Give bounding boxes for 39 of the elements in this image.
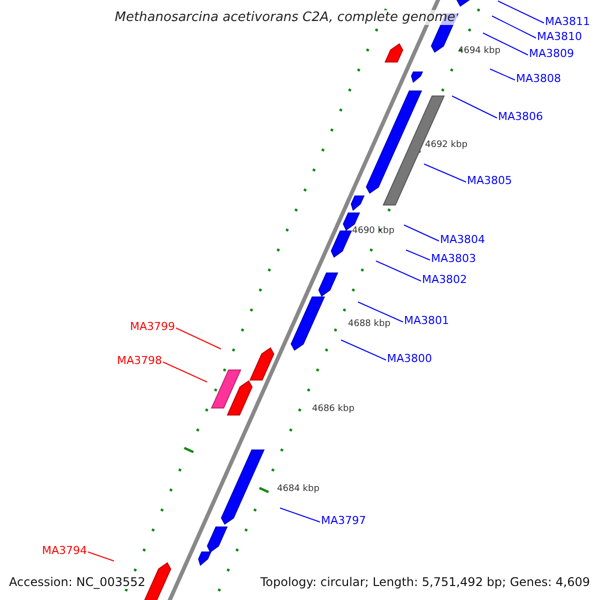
leader-line: [424, 164, 466, 182]
gene-label: MA3804: [440, 233, 486, 246]
leader-line: [406, 250, 430, 260]
leader-line: [280, 508, 320, 522]
gene-label: MA3800: [387, 352, 432, 365]
gene-label: MA3802: [422, 273, 468, 286]
scale-label: 4686 kbp: [312, 404, 354, 415]
leader-line: [404, 224, 440, 242]
gene-label: MA3797: [321, 514, 366, 527]
scale-label: 4688 kbp: [348, 319, 390, 330]
gene-label: MA3801: [404, 314, 450, 327]
scale-label: 4692 kbp: [425, 140, 468, 151]
leader-line: [482, 32, 528, 56]
gene-label: MA3810: [537, 30, 582, 43]
leader-line: [176, 328, 222, 350]
info-text: Topology: circular; Length: 5,751,492 bp; Genes: 4,609: [260, 575, 590, 589]
leader-line: [162, 362, 208, 382]
leader-line: [492, 16, 536, 38]
gene-label: MA3808: [516, 72, 562, 85]
gene-label: MA3811: [545, 15, 590, 28]
gene-label: MA3809: [529, 47, 574, 60]
leader-line: [452, 96, 498, 118]
leader-line: [376, 260, 422, 282]
scale-label: 4694 kbp: [458, 46, 500, 57]
info-text: Accession: NC_003552: [9, 575, 146, 589]
gene-label: MA3799: [130, 320, 175, 333]
scale-label: 4684 kbp: [277, 484, 320, 495]
gene-label: MA3798: [116, 354, 162, 367]
map-title: Methanosarcina acetivorans C2A, complete genome: [112, 10, 458, 25]
gene-label: MA3794: [42, 544, 87, 557]
gene-label: MA3803: [431, 252, 476, 265]
leader-line: [490, 68, 516, 80]
gene-label: MA3806: [498, 110, 544, 123]
leader-line: [358, 302, 404, 322]
leader-line: [88, 552, 114, 562]
scale-label: 4690 kbp: [352, 226, 394, 237]
leader-line: [498, 0, 544, 24]
leader-line: [340, 340, 386, 360]
gene-label: MA3805: [467, 174, 512, 187]
